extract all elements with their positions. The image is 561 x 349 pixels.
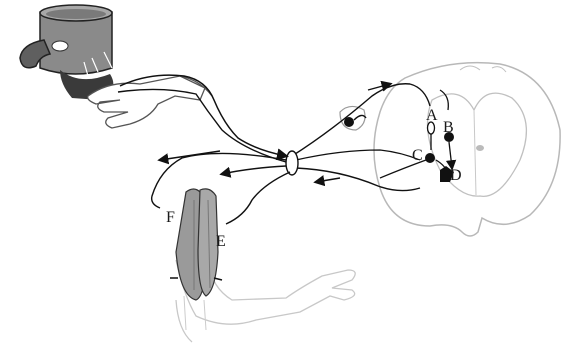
label-b: B <box>443 119 454 136</box>
motor-pathways <box>152 151 340 224</box>
label-c: C <box>412 147 423 164</box>
spinal-cord-icon <box>374 63 560 236</box>
label-a: A <box>426 107 438 124</box>
arm-icon <box>170 189 355 342</box>
label-d: D <box>450 167 462 184</box>
label-e: E <box>216 233 226 250</box>
hot-pot-icon <box>20 5 113 100</box>
label-f: F <box>166 209 175 226</box>
